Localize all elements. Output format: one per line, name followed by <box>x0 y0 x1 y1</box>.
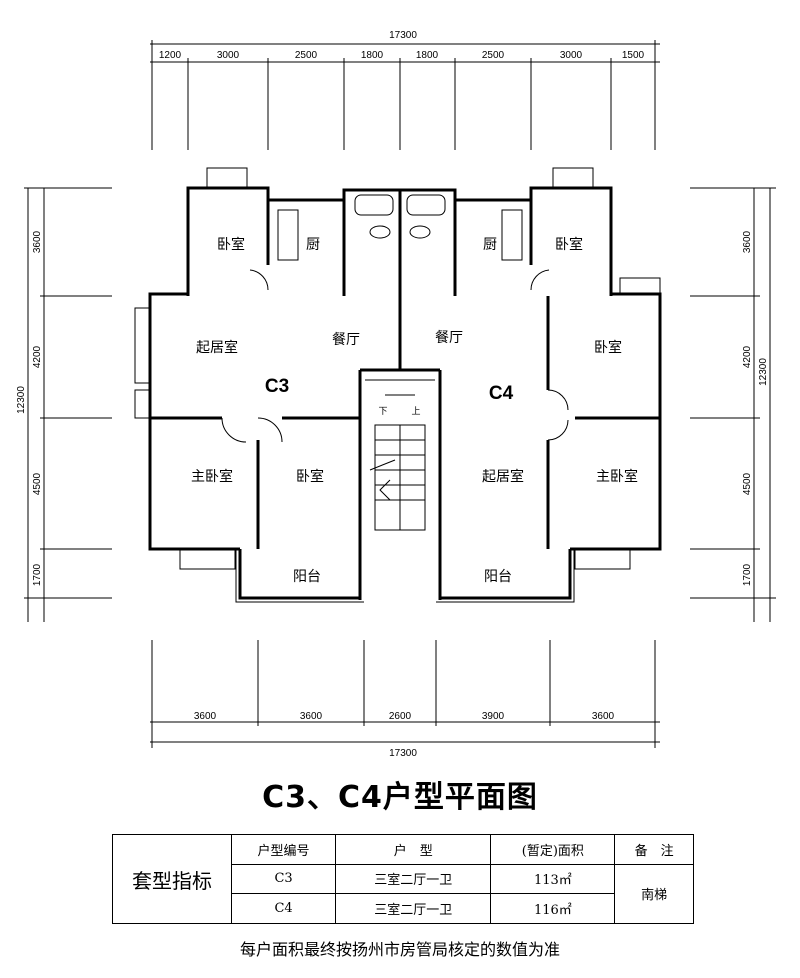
cell-code: C4 <box>230 893 337 924</box>
cell-code: C3 <box>230 863 337 895</box>
unit-spec-table: 套型指标 户型编号 户 型 (暂定)面积 备 注 C3 三室二厅一卫 113㎡ … <box>112 834 694 925</box>
cell-note: 南梯 <box>614 863 694 925</box>
dim-top-seg-8: 1500 <box>622 50 645 61</box>
header-code: 户型编号 <box>230 834 337 865</box>
cell-area: 113㎡ <box>490 863 616 895</box>
room-c4-balcony: 阳台 <box>484 569 512 585</box>
room-c3-balcony: 阳台 <box>293 569 321 585</box>
dim-bottom-seg-5: 3600 <box>592 711 615 722</box>
stair-up-label: 上 <box>411 406 420 417</box>
room-c3-bedroom-top: 卧室 <box>217 236 245 253</box>
dim-top-seg-5: 1800 <box>416 50 439 61</box>
header-area: (暂定)面积 <box>490 834 616 865</box>
dim-top-seg-3: 2500 <box>295 50 318 61</box>
dim-right-seg-2: 4200 <box>742 345 753 368</box>
footnote: 每户面积最终按扬州市房管局核定的数值为准 <box>239 940 560 959</box>
dim-left-total: 12300 <box>16 386 27 414</box>
dim-bottom-seg-3: 2600 <box>389 711 412 722</box>
dim-right-seg-3: 4500 <box>742 472 753 495</box>
dim-right-seg-1: 3600 <box>742 230 753 253</box>
header-note: 备 注 <box>614 834 694 865</box>
cell-area: 116㎡ <box>490 893 616 924</box>
dim-left-seg-3: 4500 <box>32 472 43 495</box>
room-c3-bedroom: 卧室 <box>296 468 324 485</box>
dim-bottom-total: 17300 <box>389 748 417 759</box>
page-title: C3、C4户型平面图 <box>262 780 538 815</box>
dim-top-seg-7: 3000 <box>560 50 583 61</box>
header-type: 户 型 <box>335 834 492 865</box>
dim-bottom-seg-2: 3600 <box>300 711 323 722</box>
room-c3-dining: 餐厅 <box>332 332 360 348</box>
room-c4-living: 起居室 <box>482 468 524 485</box>
room-c3-master: 主卧室 <box>191 468 233 485</box>
room-c3-kitchen: 厨 <box>306 237 320 253</box>
room-c4-bedroom-top: 卧室 <box>555 236 583 253</box>
dim-left-seg-1: 3600 <box>32 230 43 253</box>
room-c4-bedroom-right: 卧室 <box>594 339 622 356</box>
dim-left-seg-4: 1700 <box>32 563 43 586</box>
dim-bottom-seg-1: 3600 <box>194 711 217 722</box>
dim-bottom-seg-4: 3900 <box>482 711 505 722</box>
table-row: C3 三室二厅一卫 113㎡ 南梯 <box>113 863 694 925</box>
dim-right-seg-4: 1700 <box>742 563 753 586</box>
dim-top-seg-2: 3000 <box>217 50 240 61</box>
dim-top-seg-1: 1200 <box>159 50 182 61</box>
dim-right-total: 12300 <box>758 358 769 386</box>
room-c4-dining: 餐厅 <box>435 330 463 346</box>
room-c4-master: 主卧室 <box>596 468 638 485</box>
dim-top-seg-6: 2500 <box>482 50 505 61</box>
unit-label-c3: C3 <box>265 376 289 397</box>
table-row: 套型指标 户型编号 户 型 (暂定)面积 备 注 <box>112 834 694 924</box>
cell-type: 三室二厅一卫 <box>335 863 492 895</box>
cell-type: 三室二厅一卫 <box>335 893 492 924</box>
room-c4-kitchen: 厨 <box>483 237 497 253</box>
spec-row-label: 套型指标 <box>112 834 232 924</box>
table-row: C4 三室二厅一卫 116㎡ <box>113 893 694 924</box>
dim-top-total: 17300 <box>389 30 417 41</box>
floor-plan: 17300 1200 3000 2500 1800 1800 2500 3000… <box>16 30 776 759</box>
stair-down-label: 下 <box>378 407 387 417</box>
room-c3-living: 起居室 <box>196 339 238 356</box>
dim-top-seg-4: 1800 <box>361 50 384 61</box>
dim-left-seg-2: 4200 <box>32 345 43 368</box>
unit-label-c4: C4 <box>489 383 514 404</box>
